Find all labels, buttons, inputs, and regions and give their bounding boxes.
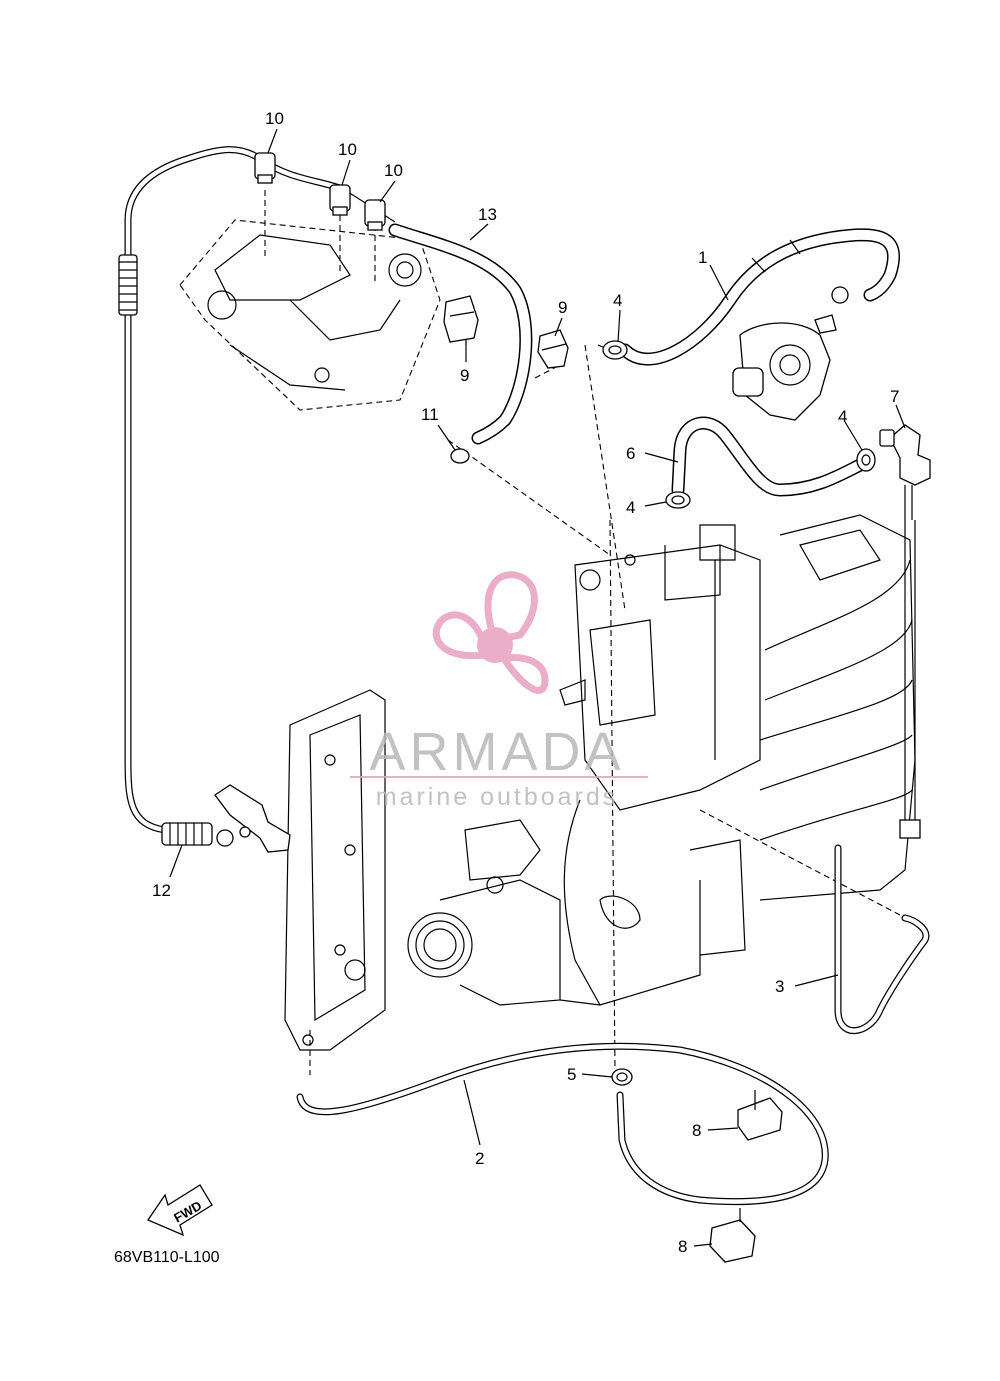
cylinder-head-outline <box>179 219 441 411</box>
callout-labels: 1 2 3 4 4 4 5 6 7 8 8 9 9 10 10 10 11 12… <box>152 109 899 1256</box>
throttle-body-outline <box>407 819 701 1006</box>
fuel-hose-13[interactable] <box>388 223 533 445</box>
callout-label: 10 <box>384 161 403 180</box>
fuel-hose-1[interactable] <box>618 228 901 366</box>
holder-8-a[interactable] <box>737 1090 783 1141</box>
joint-12[interactable] <box>214 784 291 853</box>
clamp-4-b[interactable] <box>665 491 691 509</box>
callout-label: 1 <box>698 248 707 267</box>
fuel-hose-3[interactable] <box>834 844 930 1035</box>
callout-label: 13 <box>478 205 497 224</box>
watermark-tagline: marine outboards <box>376 783 619 811</box>
exhaust-cover-outline <box>284 689 386 1051</box>
fuel-filter-assembly[interactable] <box>732 286 849 421</box>
corrugated-section-top <box>118 254 138 316</box>
clip-9-a[interactable] <box>443 295 479 343</box>
callout-label: 12 <box>152 881 171 900</box>
propeller-logo-icon <box>432 571 549 694</box>
vent-hose-12[interactable] <box>118 146 396 846</box>
clip-9-b[interactable] <box>537 329 569 369</box>
callout-label: 6 <box>626 444 635 463</box>
diagram-code: 68VB110-L100 <box>114 1249 220 1266</box>
callout-label: 4 <box>626 498 635 517</box>
holder-8-b[interactable] <box>709 1208 756 1263</box>
corrugated-section-bottom <box>161 822 213 846</box>
clip-10-b[interactable] <box>329 184 351 216</box>
callout-label: 4 <box>613 291 622 310</box>
clip-10-a[interactable] <box>254 152 276 184</box>
callout-label: 9 <box>460 366 469 385</box>
callout-label: 2 <box>475 1149 484 1168</box>
clip-5[interactable] <box>611 1068 633 1086</box>
callout-label: 5 <box>567 1065 576 1084</box>
callout-label: 8 <box>678 1237 687 1256</box>
joint-7[interactable] <box>879 424 931 520</box>
watermark-brand: ARMADA <box>369 722 624 782</box>
callout-label: 9 <box>558 298 567 317</box>
callout-label: 4 <box>838 407 847 426</box>
callout-label: 10 <box>265 109 284 128</box>
callout-label: 8 <box>692 1121 701 1140</box>
clamp-4-a[interactable] <box>602 340 628 360</box>
callout-label: 7 <box>890 387 899 406</box>
callout-label: 11 <box>421 405 439 424</box>
fuel-hose-6[interactable] <box>671 416 867 497</box>
fuel-hose-2[interactable] <box>296 1042 829 1206</box>
fuel-pump-module-outline <box>559 524 761 811</box>
clip-11[interactable] <box>450 448 470 464</box>
clip-10-c[interactable] <box>364 199 386 231</box>
callout-label: 3 <box>775 977 784 996</box>
callout-label: 10 <box>338 140 357 159</box>
callout-leaders <box>169 128 906 1247</box>
intake-manifold-outline <box>759 514 921 901</box>
crankcase-outline <box>563 799 746 1006</box>
fwd-direction-arrow-icon: FWD <box>147 1184 213 1237</box>
clamp-4-c[interactable] <box>856 448 876 472</box>
armada-watermark: ARMADA marine outboards <box>350 571 648 811</box>
